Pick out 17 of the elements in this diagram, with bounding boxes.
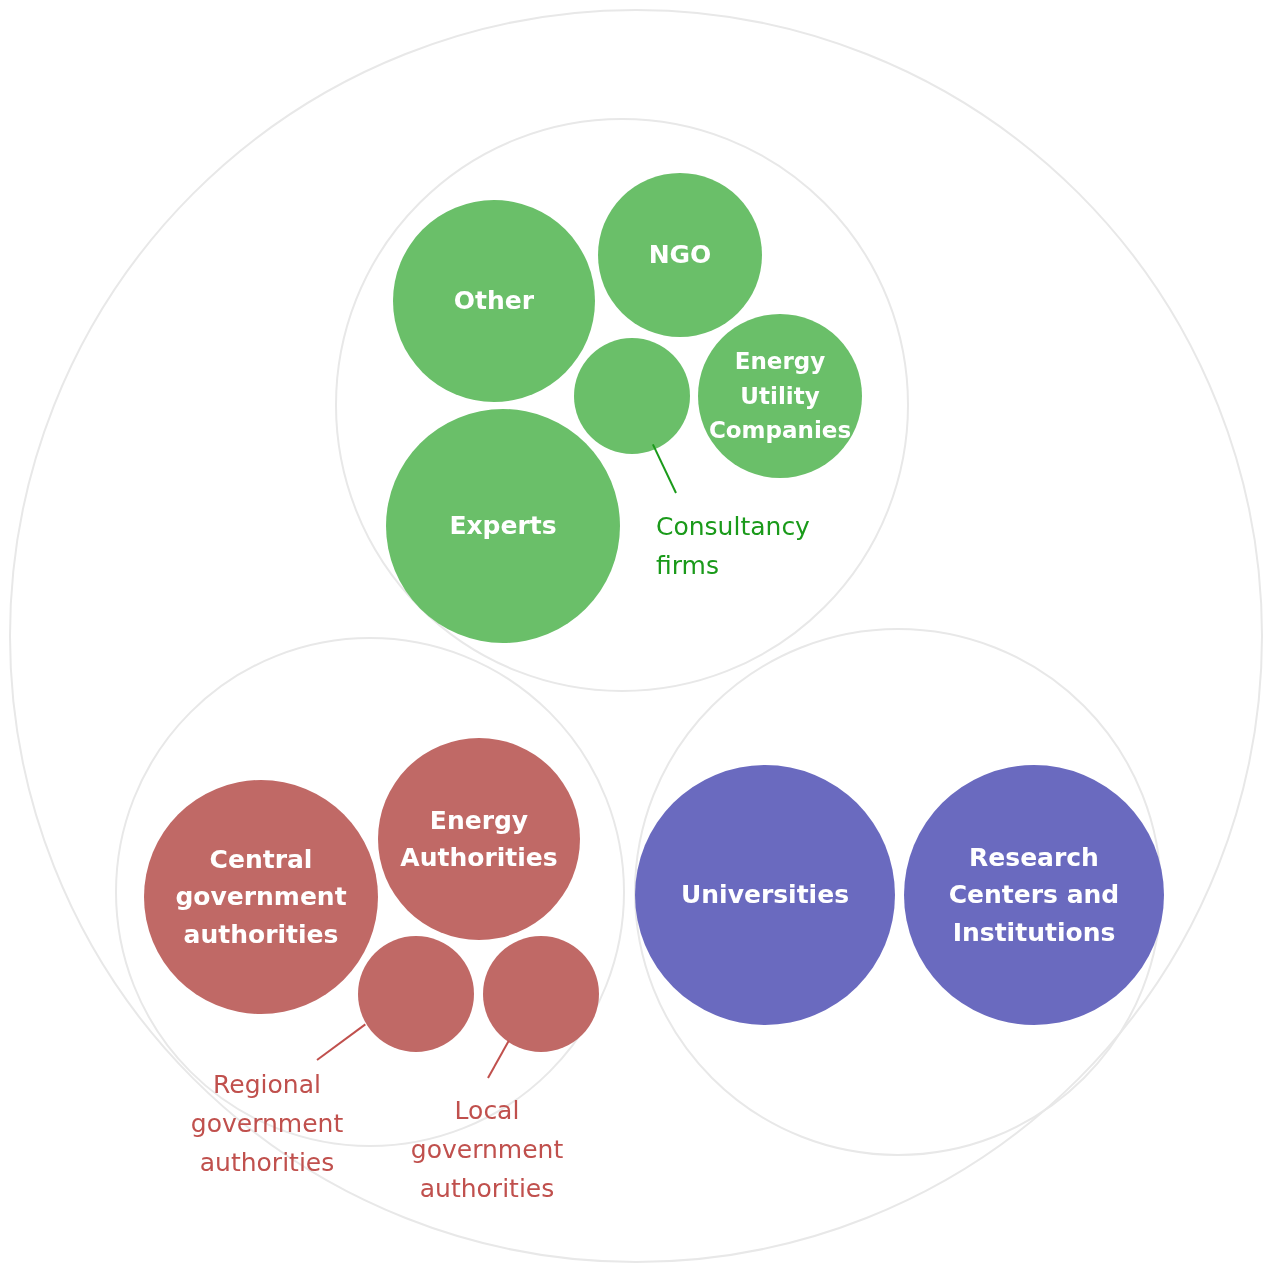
callout-text: Regional government authorities — [172, 1066, 362, 1183]
bubble-label: Energy Authorities — [399, 804, 559, 874]
bubble-label: Other — [453, 285, 535, 318]
bubble-label: NGO — [648, 239, 712, 272]
bubble-label: Energy Utility Companies — [708, 347, 852, 446]
bubble-label: Research Centers and Institutions — [947, 841, 1121, 949]
bubble-label: Universities — [680, 879, 850, 912]
leader-line — [487, 1039, 510, 1079]
bubble-label: Central government authorities — [174, 843, 348, 951]
leader-line — [316, 1023, 367, 1061]
bubble-label: Experts — [449, 510, 557, 543]
group-circle — [9, 9, 1263, 1263]
group-circle — [335, 118, 909, 692]
callout-text: Consultancy firms — [656, 508, 846, 586]
group-circle — [634, 628, 1162, 1156]
callout-text: Local government authorities — [392, 1092, 582, 1209]
leader-line — [651, 443, 677, 494]
